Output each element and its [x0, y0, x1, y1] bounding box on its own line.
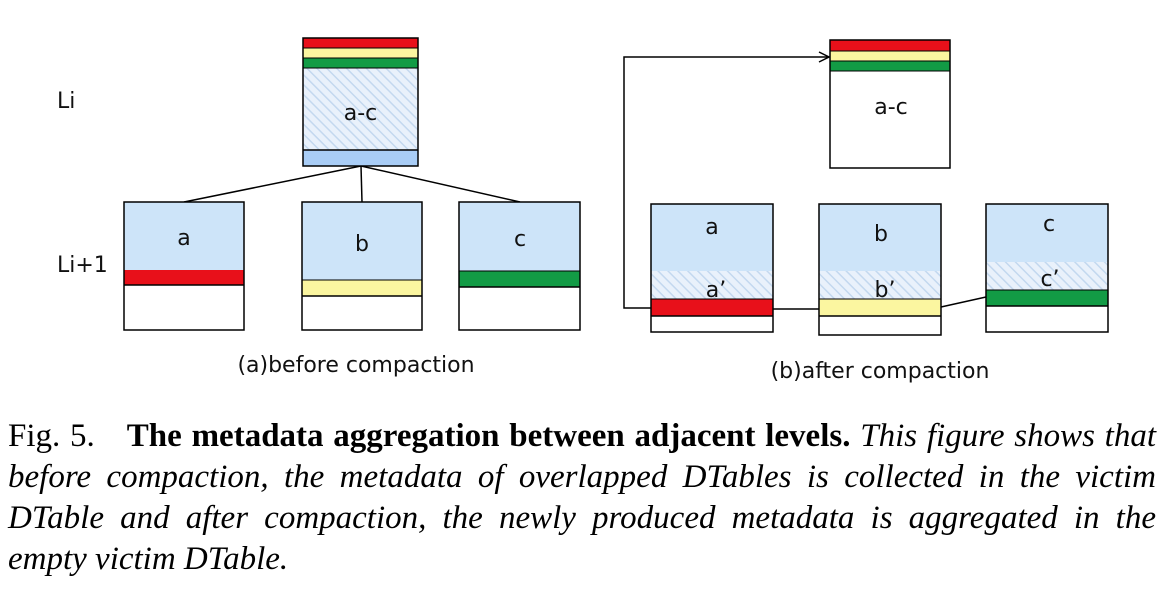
data-region: [986, 204, 1108, 262]
figure-description: This figure shows that before compaction…: [8, 418, 1157, 577]
connector-line: [360, 165, 363, 203]
metadata-aggregation-diagram: Li Li+1 a-c a: [57, 37, 1109, 384]
dtable-outline: [818, 203, 942, 336]
metadata-strip-green: [986, 290, 1108, 306]
victim-dtable-after: a-c: [829, 39, 951, 169]
dtable-c-before: c: [458, 201, 581, 331]
metadata-strip-yellow: [302, 280, 422, 296]
metadata-block-blue: [303, 150, 418, 166]
dtable-label: a: [705, 215, 718, 240]
hatched-data-region: [651, 271, 773, 299]
empty-region: [986, 306, 1108, 332]
figure-title: The metadata aggregation between adjacen…: [126, 418, 851, 454]
victim-label: a-c: [344, 101, 378, 126]
metadata-strip-red: [830, 40, 950, 51]
connector-line: [183, 165, 362, 203]
data-region: [819, 204, 941, 271]
empty-region: [819, 316, 941, 335]
dtable-outline: [650, 203, 774, 333]
panel-caption-after: (b)after compaction: [771, 359, 990, 384]
metadata-strip-yellow: [830, 51, 950, 61]
dtable-a-after: a a’: [650, 203, 774, 333]
metadata-strip-green: [459, 271, 580, 287]
metadata-strip-yellow: [303, 48, 418, 58]
metadata-strip-yellow: [819, 299, 941, 316]
panel-after-compaction: a-c a a’ b b’: [623, 39, 1109, 384]
dtable-a-before: a: [123, 201, 245, 331]
empty-region: [124, 285, 244, 330]
metadata-strip-red: [651, 299, 773, 316]
dtable-outline: [829, 39, 951, 169]
new-dtable-label: a’: [706, 278, 726, 303]
dtable-label: c: [514, 227, 526, 252]
empty-region: [459, 287, 580, 330]
dtable-label: b: [874, 222, 888, 247]
metadata-strip-green: [830, 61, 950, 71]
connector-line: [360, 165, 521, 203]
dtable-outline: [985, 203, 1109, 333]
dtable-outline: [301, 201, 423, 331]
empty-region: [302, 296, 422, 330]
dtable-outline: [123, 201, 245, 331]
level-label-li: Li: [57, 89, 75, 114]
data-region: [459, 202, 580, 271]
dtable-b-before: b: [301, 201, 423, 331]
victim-label: a-c: [874, 95, 908, 120]
aggregation-arrow: [623, 57, 829, 309]
metadata-strip-green: [303, 58, 418, 68]
victim-dtable-before: a-c: [302, 37, 419, 167]
hatched-data-region: [303, 68, 418, 150]
empty-region: [830, 71, 950, 168]
dtable-outline: [302, 37, 419, 167]
dtable-outline: [458, 201, 581, 331]
dtable-label: b: [355, 232, 369, 257]
new-dtable-label: b’: [875, 278, 896, 303]
hatched-data-region: [986, 262, 1108, 290]
panel-before-compaction: a-c a b c: [123, 37, 581, 378]
dtable-c-after: c c’: [985, 203, 1109, 333]
data-region: [302, 202, 422, 280]
panel-caption-before: (a)before compaction: [237, 353, 474, 378]
hatched-data-region: [819, 271, 941, 299]
figure-caption: Fig. 5. The metadata aggregation between …: [8, 416, 1156, 580]
figure-number: Fig. 5.: [8, 418, 95, 454]
metadata-strip-red: [303, 38, 418, 48]
metadata-strip-red: [124, 270, 244, 285]
data-region: [124, 202, 244, 270]
data-region: [651, 204, 773, 271]
new-dtable-label: c’: [1040, 267, 1059, 292]
dtable-label: a: [177, 226, 190, 251]
connector-line: [940, 296, 987, 308]
level-label-li-plus-1: Li+1: [57, 253, 108, 278]
empty-region: [651, 316, 773, 332]
dtable-label: c: [1043, 212, 1055, 237]
dtable-b-after: b b’: [818, 203, 942, 336]
